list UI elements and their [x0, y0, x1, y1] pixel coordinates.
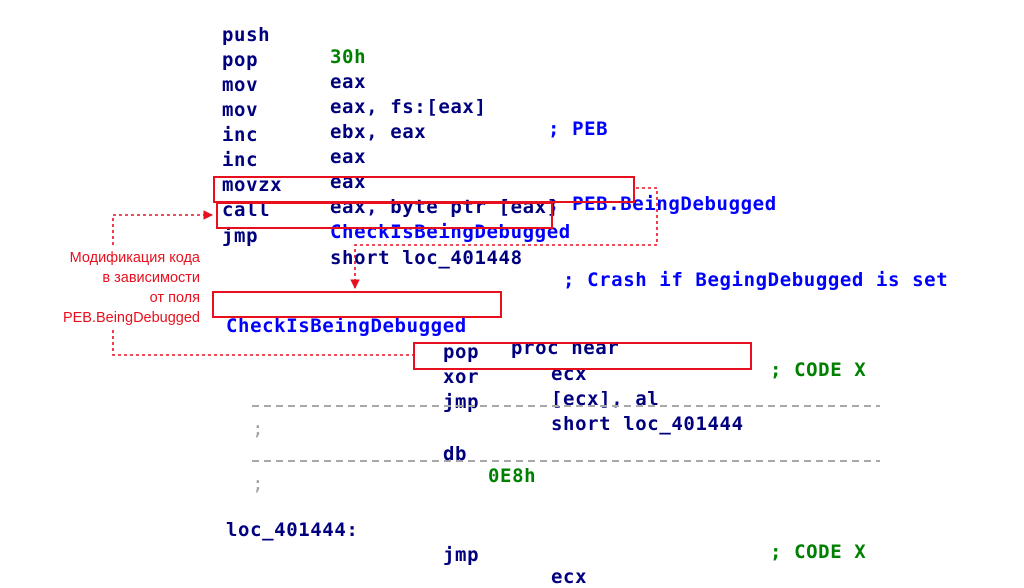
mnemonic: jmp: [443, 544, 480, 566]
annotation-line: Модификация кода: [69, 250, 200, 266]
annotation-text: Модификация кода в зависимости от поля P…: [30, 248, 200, 328]
separator-line: ;: [228, 396, 264, 440]
arrow-annotation-to-jmp: [112, 210, 213, 245]
code-line-jmp-ecx[interactable]: jmp ecx: [0, 522, 587, 588]
annotation-line: PEB.BeingDebugged: [62, 310, 200, 326]
operand: eax: [330, 146, 367, 168]
byte-value: 0E8h: [488, 465, 537, 487]
highlight-call-box: [213, 176, 635, 203]
highlight-proc-box: [212, 291, 502, 318]
separator-line-2: ;: [228, 451, 264, 495]
mnemonic: jmp: [222, 225, 259, 247]
mnemonic: inc: [222, 124, 259, 146]
comment: ; Crash if BegingDebugged is set: [563, 269, 949, 291]
highlight-jmp-box: [216, 202, 553, 229]
operand: [ecx], al: [551, 388, 660, 410]
data-definition[interactable]: db 0E8h: [0, 421, 536, 487]
operand: ecx: [551, 566, 588, 588]
xref-comment: ; CODE X: [770, 541, 867, 563]
mnemonic: jmp: [443, 391, 480, 413]
code-line-push[interactable]: push 30h: [0, 2, 366, 68]
code-line-jmp[interactable]: jmp short loc_401448 ; Crash if BegingDe…: [0, 203, 948, 291]
mnemonic: pop: [222, 49, 259, 71]
code-line-inc[interactable]: inc eax: [0, 102, 366, 168]
proc-name[interactable]: CheckIsBeingDebugged: [226, 315, 467, 337]
mnemonic: call: [222, 199, 271, 221]
mnemonic: mov: [222, 74, 259, 96]
operand: 30h: [330, 46, 367, 68]
xref-comment: ; CODE X: [770, 359, 867, 381]
separator-semicolon: ;: [252, 418, 265, 440]
proc-line-xor[interactable]: xor [ecx], al: [0, 344, 659, 410]
code-line-pop[interactable]: pop eax: [0, 27, 366, 93]
operand: eax: [330, 71, 367, 93]
highlight-xor-box: [413, 342, 752, 370]
mnemonic: inc: [222, 149, 259, 171]
operand: eax, fs:[eax]: [330, 96, 487, 118]
jump-target-link[interactable]: short loc_401448: [330, 247, 523, 269]
proc-line-jmp[interactable]: jmp short loc_401444: [0, 369, 743, 435]
operand: ebx, eax: [330, 121, 427, 143]
comment: ; PEB: [548, 118, 609, 140]
mnemonic: mov: [222, 99, 259, 121]
directive: db: [443, 443, 468, 465]
code-line-mov-fs[interactable]: mov eax, fs:[eax] ; PEB: [0, 52, 608, 140]
annotation-line: от поля: [149, 290, 200, 306]
operand: short loc_401444: [551, 413, 744, 435]
mnemonic: push: [222, 24, 271, 46]
mnemonic: pop: [443, 341, 480, 363]
mnemonic: xor: [443, 366, 480, 388]
label-name[interactable]: loc_401444:: [226, 519, 359, 541]
mnemonic: movzx: [222, 174, 283, 196]
separator-semicolon: ;: [252, 473, 265, 495]
code-line-mov-ebx[interactable]: mov ebx, eax: [0, 77, 426, 143]
annotation-line: в зависимости: [102, 270, 200, 286]
